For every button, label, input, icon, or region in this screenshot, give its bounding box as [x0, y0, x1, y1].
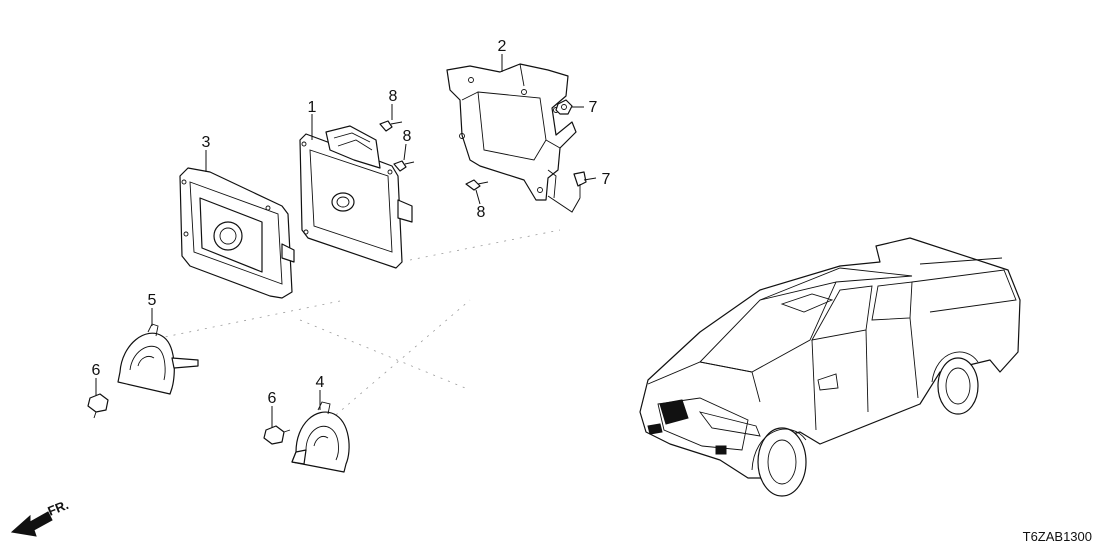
front-arrow-icon: FR. — [10, 497, 71, 537]
engine-control-unit — [299, 125, 413, 269]
callout-ecu: 1 — [308, 99, 317, 116]
horn-low — [117, 323, 199, 395]
callout-bolt-ecu-top: 8 — [389, 88, 398, 105]
callout-bolt-ecu-mid: 8 — [403, 128, 412, 145]
bolt-horn-low — [87, 393, 109, 419]
bolt-bracket-side — [573, 171, 587, 198]
bolt-ecu-top — [379, 120, 403, 132]
callout-labels: 1 2 3 4 5 6 6 7 7 8 8 8 — [92, 38, 611, 407]
callout-bolt-bracket-side: 7 — [602, 171, 611, 188]
diagram-reference-code: T6ZAB1300 — [1023, 529, 1092, 544]
ecu-bracket — [446, 63, 577, 201]
callout-ecu-cover: 3 — [202, 134, 211, 151]
orientation-label: FR. — [46, 497, 71, 519]
bolt-horn-high — [263, 425, 291, 445]
assembly-guide-lines — [149, 229, 561, 421]
nut-bracket — [555, 99, 573, 115]
horn-high — [291, 401, 350, 473]
callout-bolt-horn-high: 6 — [268, 390, 277, 407]
bolt-ecu-mid — [393, 160, 415, 172]
callout-bracket: 2 — [498, 38, 507, 55]
pickup-truck-locator-icon — [639, 237, 1021, 497]
callout-bolt-horn-low: 6 — [92, 362, 101, 379]
ecu-cover — [179, 167, 295, 299]
leader-lines — [95, 54, 597, 428]
callout-horn-high: 4 — [316, 374, 325, 391]
callout-nut-bracket: 7 — [589, 99, 598, 116]
callout-horn-low: 5 — [148, 292, 157, 309]
bolt-bracket-low — [465, 179, 489, 191]
callout-bolt-bracket-low: 8 — [477, 204, 486, 221]
